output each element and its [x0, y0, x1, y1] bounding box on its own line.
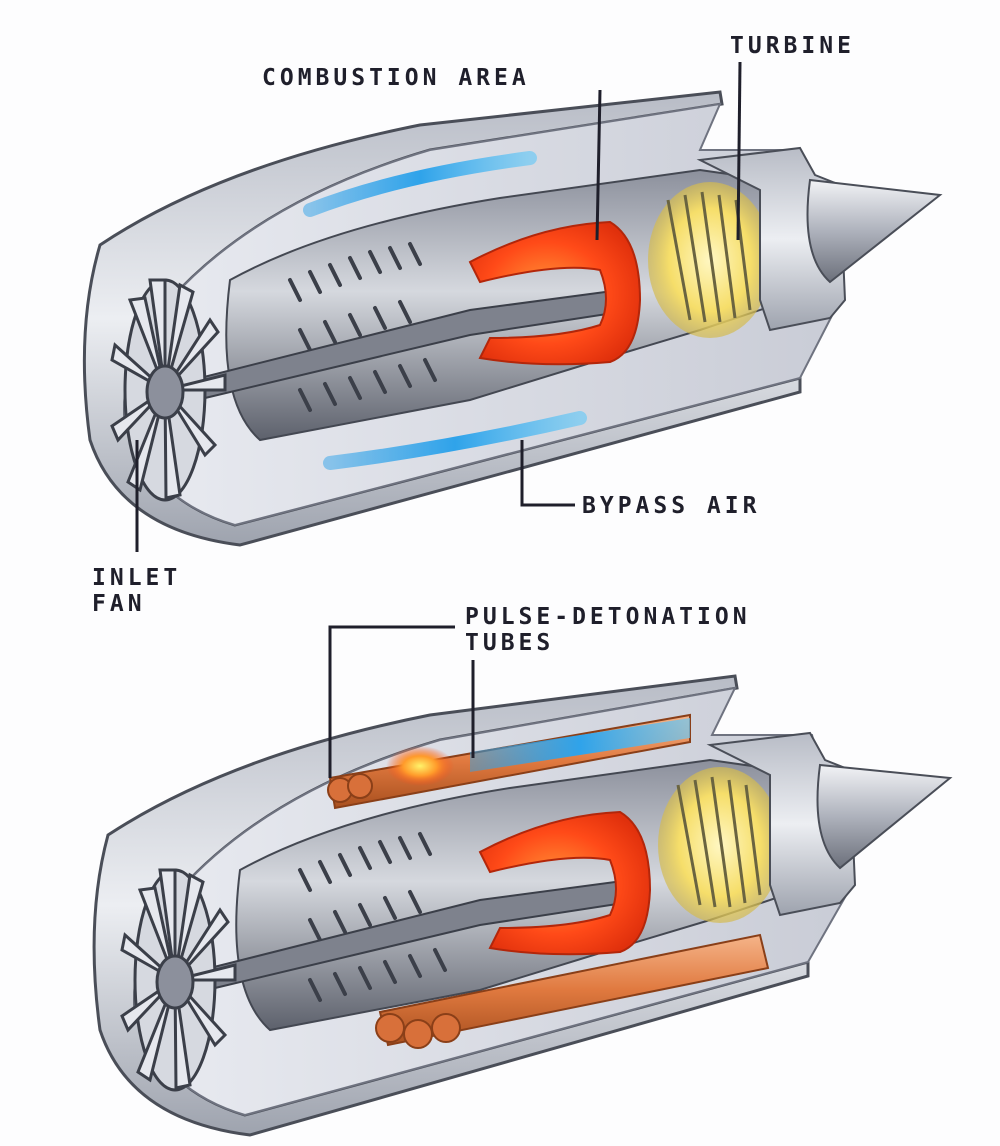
detonation-flash [386, 746, 454, 786]
leader-combustion-area [595, 89, 602, 241]
bypass-air-flow-top [303, 151, 537, 217]
inlet-fan [110, 278, 227, 502]
pulse-detonation-engine [92, 674, 953, 1137]
label-combustion-area: COMBUSTION AREA [262, 65, 530, 91]
leader-bypass-air [520, 440, 575, 507]
combustion-chamber [468, 220, 642, 366]
leader-turbine [736, 61, 742, 241]
leader-lines [135, 61, 742, 778]
exhaust-cone [806, 178, 943, 284]
leader-pulse-detonation-top [328, 625, 455, 778]
turbine-blades [666, 191, 752, 323]
label-turbine: TURBINE [730, 33, 855, 59]
compressor-stages-2 [298, 832, 447, 1002]
label-fan: FAN [92, 591, 146, 617]
detonation-tube-exhaust [470, 718, 690, 772]
label-pulse-detonation: PULSE-DETONATION [465, 604, 751, 630]
turbofan-engine [82, 90, 943, 547]
compressor-stages [288, 242, 437, 412]
combustion-chamber-2 [478, 810, 652, 956]
label-bypass-air: BYPASS AIR [582, 493, 760, 519]
bypass-air-flow-bottom [323, 411, 587, 470]
labels: COMBUSTION AREA TURBINE BYPASS AIR INLET… [92, 33, 855, 656]
label-inlet: INLET [92, 565, 181, 591]
exhaust-cone-2 [816, 763, 953, 870]
detonation-tube-ends [327, 773, 461, 1049]
label-tubes: TUBES [465, 630, 554, 656]
inlet-fan-2 [120, 868, 237, 1092]
turbine-blades-2 [676, 776, 762, 908]
